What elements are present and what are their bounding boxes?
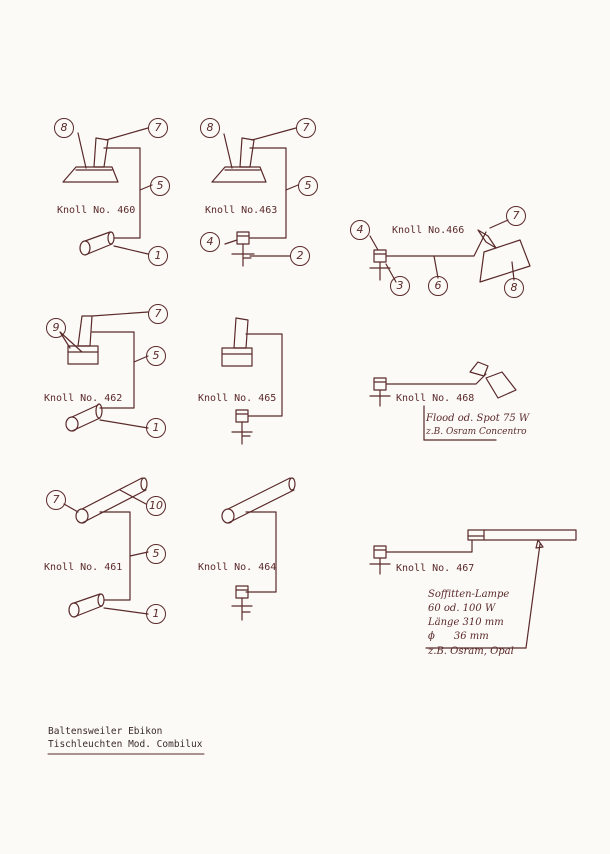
soffit-note-line1: Soffitten-Lampe xyxy=(428,589,510,600)
label-464: Knoll No. 464 xyxy=(198,562,277,573)
callout-466-8: 8 xyxy=(504,278,524,298)
lamp-468-drawing xyxy=(369,361,517,441)
callout-460-8: 8 xyxy=(54,118,74,138)
callout-463-7: 7 xyxy=(296,118,316,138)
soffit-note-line4: ϕ 36 mm xyxy=(428,631,489,642)
footer-product: Tischleuchten Mod. Combilux xyxy=(48,739,203,750)
flood-note-line1: Flood od. Spot 75 W xyxy=(426,413,530,424)
label-463: Knoll No.463 xyxy=(205,205,278,216)
callout-461-10: 10 xyxy=(146,496,166,516)
label-465: Knoll No. 465 xyxy=(198,393,277,404)
callout-463-4: 4 xyxy=(200,232,220,252)
lamp-464-drawing xyxy=(221,477,296,621)
label-461: Knoll No. 461 xyxy=(44,562,123,573)
callout-460-1: 1 xyxy=(148,246,168,266)
callout-461-1: 1 xyxy=(146,604,166,624)
label-462: Knoll No. 462 xyxy=(44,393,123,404)
soffit-note-line3: Länge 310 mm xyxy=(428,617,504,628)
lamp-465-drawing xyxy=(221,317,283,445)
label-460: Knoll No. 460 xyxy=(57,205,136,216)
soffit-note-line2: 60 od. 100 W xyxy=(428,603,496,614)
callout-462-7: 7 xyxy=(148,304,168,324)
lamp-466-drawing xyxy=(369,219,531,283)
callout-466-4: 4 xyxy=(350,220,370,240)
callout-466-3: 3 xyxy=(390,276,410,296)
callout-463-8: 8 xyxy=(200,118,220,138)
callout-462-5: 5 xyxy=(146,346,166,366)
lamp-467-drawing xyxy=(369,529,577,649)
callout-463-5: 5 xyxy=(298,176,318,196)
lamp-463-drawing xyxy=(211,127,299,267)
lamp-462-drawing xyxy=(59,311,149,432)
callout-461-7: 7 xyxy=(46,490,66,510)
label-466: Knoll No.466 xyxy=(392,225,465,236)
callout-463-2: 2 xyxy=(290,246,310,266)
callout-462-1: 1 xyxy=(146,418,166,438)
callout-466-7: 7 xyxy=(506,206,526,226)
label-467: Knoll No. 467 xyxy=(396,563,475,574)
lamp-460-drawing xyxy=(62,127,153,256)
footer-company: Baltensweiler Ebikon xyxy=(48,726,163,737)
label-468: Knoll No. 468 xyxy=(396,393,475,404)
callout-466-6: 6 xyxy=(428,276,448,296)
soffit-note-line5: z.B. Osram, Opal xyxy=(428,646,514,657)
callout-460-7: 7 xyxy=(148,118,168,138)
lamp-461-drawing xyxy=(63,477,149,618)
flood-note-line2: z.B. Osram Concentro xyxy=(426,427,527,437)
callout-461-5: 5 xyxy=(146,544,166,564)
callout-462-9: 9 xyxy=(46,318,66,338)
callout-460-5: 5 xyxy=(150,176,170,196)
